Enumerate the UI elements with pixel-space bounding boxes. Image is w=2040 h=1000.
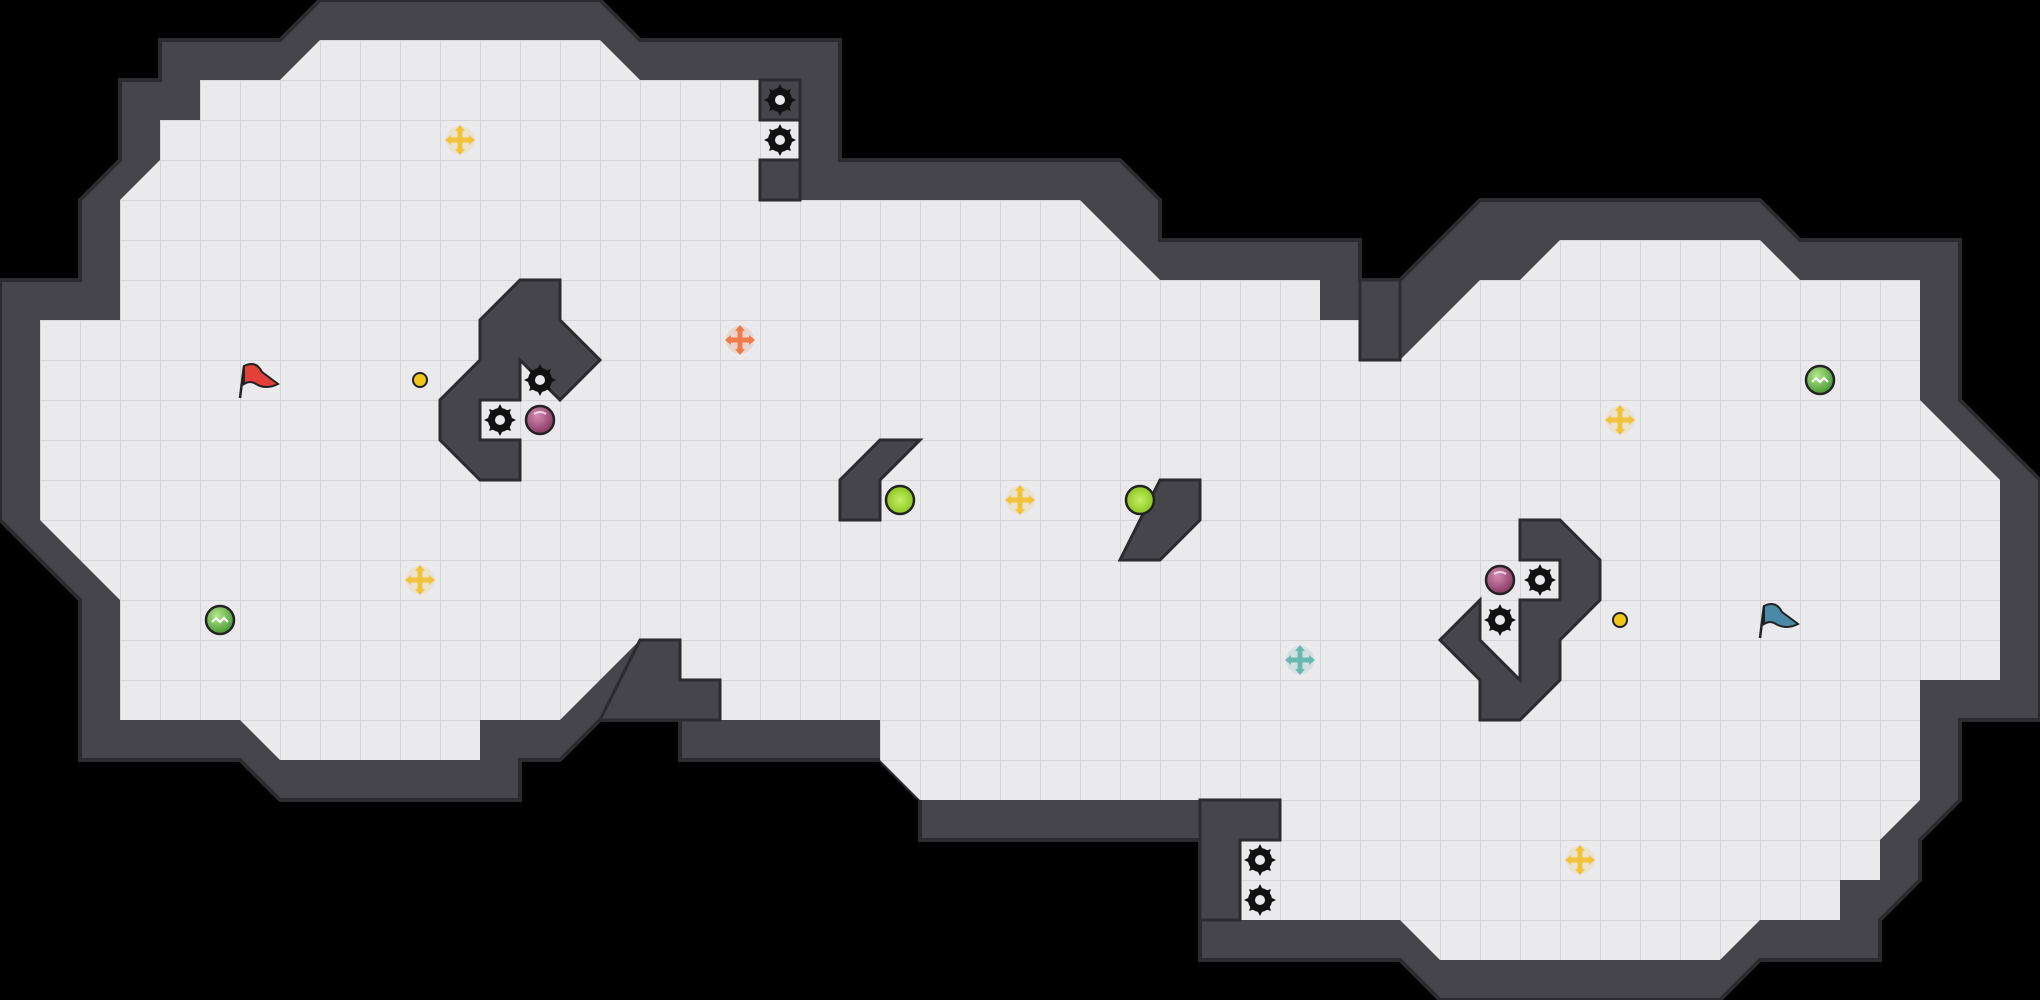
green-powerup-icon — [1804, 364, 1836, 396]
bottom-step-wall — [597, 638, 722, 722]
flags — [238, 363, 1800, 639]
bombs — [884, 484, 1156, 516]
green-powerup-icon — [204, 604, 236, 636]
buttons — [412, 372, 1628, 628]
red-flag-icon — [238, 363, 280, 399]
button-icon — [412, 372, 428, 388]
inner-walls — [438, 78, 1602, 922]
right-hook-wall — [1437, 518, 1602, 722]
bomb-icon — [884, 484, 916, 516]
purple-powerup-icon — [524, 404, 556, 436]
center-left-wall — [838, 438, 924, 522]
bomb-icon — [1124, 484, 1156, 516]
purple-powerup-icon — [1484, 564, 1516, 596]
button-icon — [1612, 612, 1628, 628]
blue-flag-icon — [1758, 603, 1800, 639]
powerups — [204, 364, 1836, 636]
center-right-wall — [1117, 478, 1202, 562]
left-hook-wall — [438, 278, 603, 482]
